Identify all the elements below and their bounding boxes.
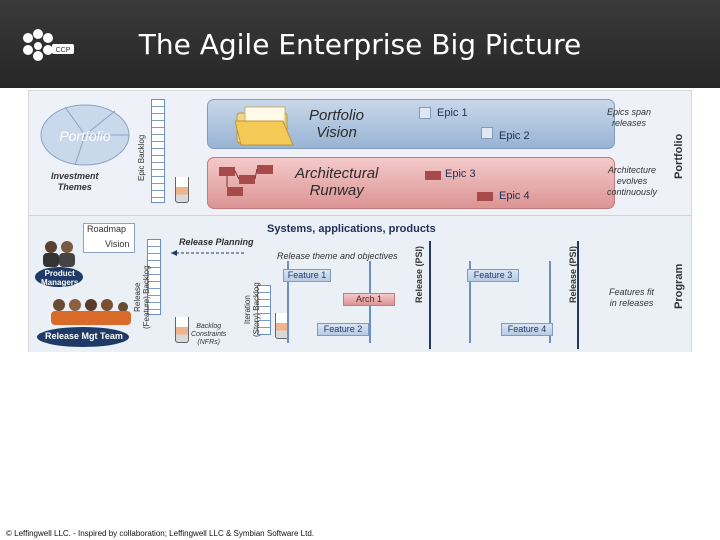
pie-label: Portfolio [59, 128, 111, 144]
feature-4: Feature 4 [501, 323, 553, 336]
epic-document-icon [481, 127, 493, 139]
epic-4-label: Epic 4 [499, 190, 530, 202]
epic-3-label: Epic 3 [445, 168, 476, 180]
architecture-blocks-icon [217, 163, 279, 203]
release-team-icon [45, 297, 131, 325]
product-managers-icon [39, 239, 79, 267]
feature-1: Feature 1 [283, 269, 331, 282]
epic-backlog-cup [175, 177, 189, 203]
epic-4-box [477, 192, 493, 201]
constraints-cup [175, 317, 189, 343]
release-theme-label: Release theme and objectives [277, 251, 398, 261]
epic-3-box [425, 171, 441, 180]
page-title: The Agile Enterprise Big Picture [0, 28, 720, 61]
release-planning-arrow [169, 249, 249, 257]
feature-3: Feature 3 [467, 269, 519, 282]
epic-2-label: Epic 2 [499, 130, 530, 142]
arch-1: Arch 1 [343, 293, 395, 306]
release-psi-label-1: Release (PSI) [415, 246, 424, 303]
portfolio-side-label: Portfolio [673, 134, 685, 179]
header-bar: CCP The Agile Enterprise Big Picture [0, 0, 720, 88]
release-mgt-team-label: Release Mgt Team [45, 331, 123, 341]
investment-themes-pie: Portfolio [35, 99, 135, 169]
systems-title: Systems, applications, products [267, 223, 436, 235]
copyright-footer: © Leffingwell LLC. - Inspired by collabo… [6, 529, 314, 538]
release-psi-line-1 [429, 241, 431, 349]
vision-label: Vision [105, 239, 129, 249]
epic-document-icon [419, 107, 431, 119]
folder-icon [235, 103, 297, 147]
iteration-backlog-label: Iteration(Story) Backlog [243, 282, 261, 337]
release-planning-label: Release Planning [179, 237, 254, 247]
program-side-label: Program [673, 264, 685, 309]
roadmap-label: Roadmap [87, 224, 126, 234]
epic-1-label: Epic 1 [437, 107, 468, 119]
epic-backlog-stack [151, 99, 165, 203]
release-backlog-label: Release(Feature) Backlog [133, 265, 151, 329]
epic-backlog-label: Epic Backlog [137, 135, 146, 181]
release-psi-label-2: Release (PSI) [569, 246, 578, 303]
feature-2: Feature 2 [317, 323, 369, 336]
